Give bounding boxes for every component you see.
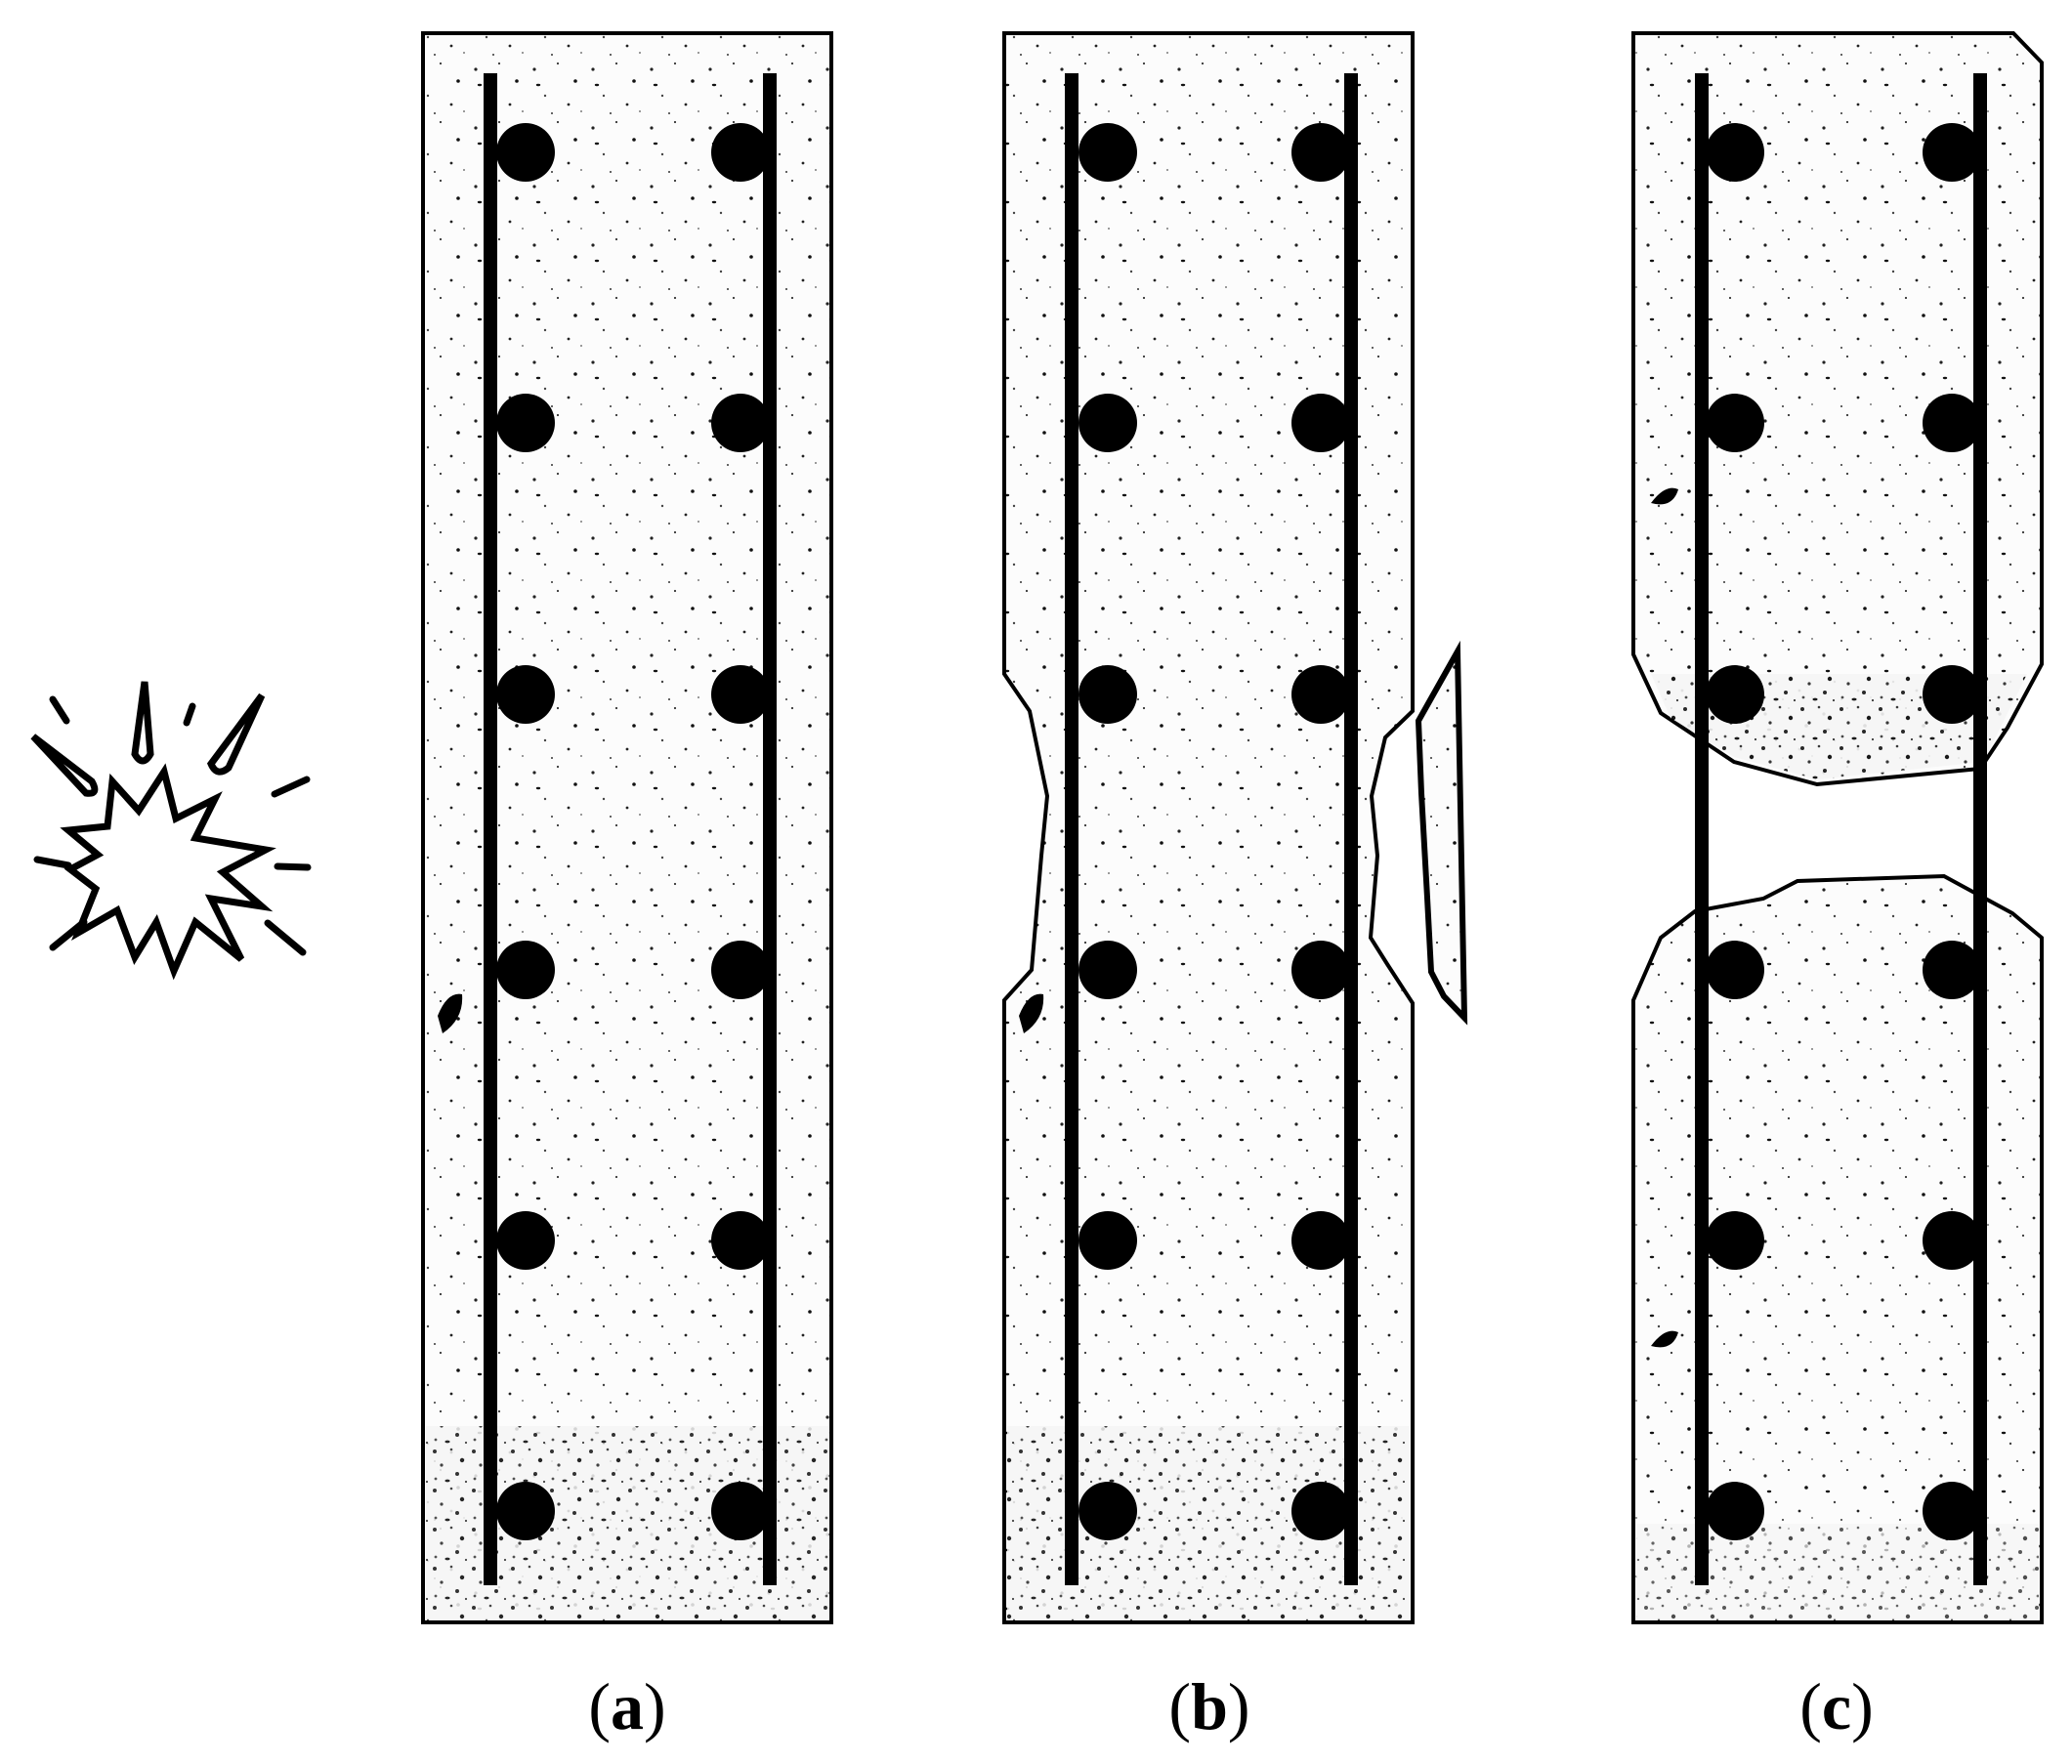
explosion-burst: [60, 763, 276, 981]
rebar-right: [1973, 73, 1987, 1585]
debris-shard: [131, 681, 154, 765]
panel-c: (c): [1631, 31, 2044, 1743]
blast-line: [274, 862, 312, 871]
stirrup-dots: [1706, 123, 1981, 1540]
aggregate-chip: [438, 993, 463, 1033]
panel-label-b: (b): [1168, 1669, 1249, 1743]
blast-line: [49, 918, 88, 951]
rebar-left: [484, 73, 497, 1585]
aggregate-chip: [1019, 993, 1044, 1033]
rebar-left: [1065, 73, 1078, 1585]
stirrup-dots: [1078, 123, 1350, 1540]
spall-fragment: [1415, 640, 1468, 1026]
blast-line: [271, 776, 311, 798]
blast-line: [49, 695, 70, 725]
column-lower-segment: [1631, 873, 2044, 1624]
rebar-right: [763, 73, 777, 1585]
rebar-left: [1695, 73, 1709, 1585]
blast-line: [264, 919, 307, 956]
panel-b: (b): [1002, 31, 1468, 1743]
debris-shard: [206, 693, 266, 776]
stirrup-dots: [496, 123, 770, 1540]
explosion-icon: [30, 681, 312, 981]
panel-a: (a): [421, 31, 833, 1743]
aggregate-chip: [1651, 487, 1678, 505]
panel-label-c: (c): [1799, 1669, 1874, 1743]
blast-line: [183, 702, 196, 727]
debris-shard: [30, 734, 99, 797]
aggregate-chip: [1651, 1330, 1678, 1348]
panel-label-a: (a): [588, 1669, 665, 1743]
blast-line: [33, 856, 72, 869]
rebar-right: [1344, 73, 1358, 1585]
